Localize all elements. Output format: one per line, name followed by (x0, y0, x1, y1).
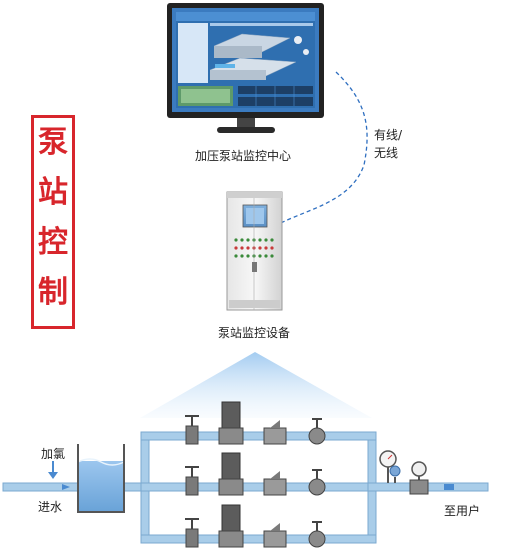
link-line (271, 71, 368, 229)
link-type-label-1: 有线/ (374, 128, 403, 142)
side-title-char: 制 (38, 275, 68, 310)
coverage-fan (140, 352, 372, 418)
flow-meter-icon (409, 461, 429, 495)
pressure-gauge-icon (379, 450, 397, 483)
pump-row-1 (185, 401, 326, 445)
monitor (167, 3, 324, 133)
water-tank (77, 444, 125, 513)
gate-valve-icon (185, 415, 199, 445)
cabinet-label: 泵站监控设备 (218, 326, 291, 340)
screen-title-bar (176, 12, 315, 21)
link-type-label-2: 无线 (374, 146, 399, 160)
inlet-label: 进水 (38, 500, 63, 514)
chlorine-arrow (48, 461, 58, 479)
check-valve-icon (263, 420, 287, 445)
outlet-flow-arrow (444, 484, 454, 490)
side-title-char: 泵 (38, 125, 68, 160)
inlet-flow-arrow (62, 484, 70, 490)
side-title-box: 泵 站 控 制 (31, 115, 75, 329)
side-title-char: 控 (38, 225, 68, 260)
butterfly-valve-icon (308, 418, 326, 445)
pump-icon (218, 401, 244, 445)
pump-row-3 (185, 504, 326, 548)
pump-row-2 (185, 452, 326, 496)
chlorine-label: 加氯 (41, 447, 66, 461)
to-user-label: 至用户 (444, 504, 481, 518)
pressure-transmitter-icon (389, 465, 401, 483)
monitor-center-label: 加压泵站监控中心 (195, 149, 292, 163)
control-cabinet (226, 191, 283, 311)
side-title-char: 站 (38, 175, 68, 210)
